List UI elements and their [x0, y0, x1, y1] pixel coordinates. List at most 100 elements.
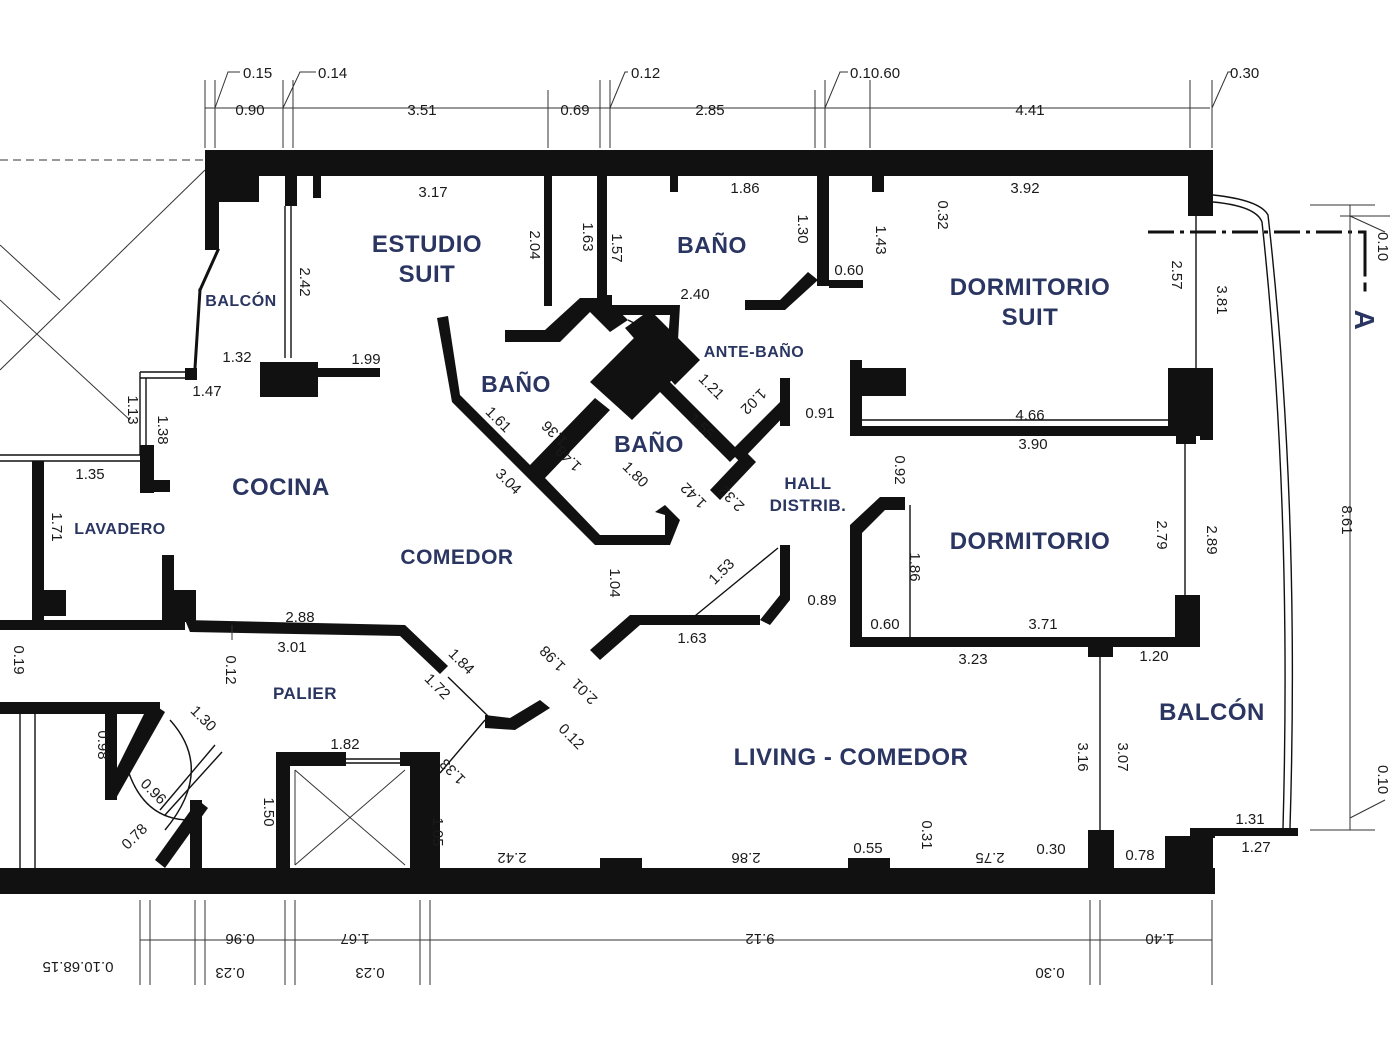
dim-316: 3.16 [1074, 742, 1091, 771]
dim-143: 1.43 [872, 225, 889, 254]
dim-bottom-140: 1.40 [1145, 930, 1174, 947]
dim-204: 2.04 [526, 230, 543, 259]
dim-153: 1.53 [705, 555, 738, 588]
room-estudio-suit-line2: SUIT [399, 261, 456, 288]
dim-201: 2.01 [568, 675, 601, 708]
room-cocina: COCINA [232, 474, 330, 501]
section-marker: A [1349, 310, 1380, 331]
dim-right-010-bottom: 0.10 [1374, 765, 1391, 794]
room-lavadero: LAVADERO [74, 521, 165, 538]
dim-130-b: 1.30 [187, 702, 220, 735]
dim-242-b: 2.42 [497, 849, 526, 866]
room-hall-line2: DISTRIB. [770, 496, 847, 515]
dim-323: 3.23 [958, 651, 987, 668]
dim-242: 2.42 [296, 267, 313, 296]
dim-top-014: 0.14 [318, 65, 347, 82]
dim-bottom-912: 9.12 [745, 930, 774, 947]
dim-bottom-023-right: 0.23 [355, 964, 384, 981]
room-comedor: COMEDOR [400, 546, 513, 569]
dim-091: 0.91 [805, 405, 834, 422]
room-labels: ESTUDIO SUIT BAÑO DORMITORIO SUIT BALCÓN… [74, 231, 1265, 771]
dim-top-090: 0.90 [235, 102, 264, 119]
dim-092: 0.92 [891, 455, 908, 484]
dim-right-861: 8.61 [1338, 505, 1355, 534]
room-estudio-suit-line1: ESTUDIO [372, 231, 482, 258]
dim-055: 0.55 [853, 840, 882, 857]
dim-142: 1.42 [677, 479, 710, 512]
room-living-comedor: LIVING - COMEDOR [734, 744, 969, 771]
dim-104: 1.04 [606, 568, 623, 597]
dim-bottom-023-left: 0.23 [215, 964, 244, 981]
top-dimension-chain: 0.15 0.14 0.12 0.10.60 0.30 0.90 3.51 0.… [204, 65, 1259, 148]
dim-top-285: 2.85 [695, 102, 724, 119]
dim-240: 2.40 [680, 286, 709, 303]
dim-top-351: 3.51 [407, 102, 436, 119]
room-palier: PALIER [273, 684, 337, 703]
room-dormitorio-suit-line1: DORMITORIO [950, 274, 1111, 301]
room-bano-center: BAÑO [614, 430, 684, 457]
dim-131: 1.31 [1235, 811, 1264, 828]
dim-132: 1.32 [222, 349, 251, 366]
dim-279: 2.79 [1153, 520, 1170, 549]
dim-113: 1.13 [124, 395, 141, 424]
bottom-dimension-chain: 0.10.68.15 0.96 1.67 9.12 1.40 0.23 0.23… [43, 900, 1213, 985]
dim-163: 1.63 [579, 222, 596, 251]
dim-top-030: 0.30 [1230, 65, 1259, 82]
room-balcon-small: BALCÓN [205, 291, 276, 310]
dim-130: 1.30 [794, 214, 811, 243]
walls [0, 150, 1298, 894]
dim-199: 1.99 [351, 351, 380, 368]
room-ante-bano: ANTE-BAÑO [704, 341, 805, 361]
section-line: A [1148, 230, 1380, 331]
dim-182: 1.82 [330, 736, 359, 753]
dim-bottom-096: 0.96 [225, 930, 254, 947]
dim-288: 2.88 [285, 609, 314, 626]
dim-102: 1.02 [737, 385, 770, 418]
dim-top-010-060: 0.10.60 [850, 65, 900, 82]
dim-127: 1.27 [1241, 839, 1270, 856]
dim-012-a: 0.12 [222, 655, 239, 684]
dim-150: 1.50 [260, 797, 277, 826]
dim-186-b: 1.86 [906, 552, 923, 581]
room-balcon-large: BALCÓN [1159, 698, 1265, 726]
dim-030: 0.30 [1036, 841, 1065, 858]
dim-top-012: 0.12 [631, 65, 660, 82]
dim-top-015: 0.15 [243, 65, 272, 82]
dim-105: 1.05 [429, 817, 446, 846]
dim-184: 1.84 [445, 645, 478, 678]
dim-120: 1.20 [1139, 648, 1168, 665]
dim-171: 1.71 [48, 512, 65, 541]
dim-163-b: 1.63 [677, 630, 706, 647]
dim-right-010-top: 0.10 [1374, 232, 1391, 261]
dim-060-bottom: 0.60 [870, 616, 899, 633]
dim-121: 1.21 [695, 370, 728, 403]
room-bano-left: BAÑO [481, 370, 551, 397]
exterior-context-lines [0, 159, 206, 462]
right-dimension-chain: 0.10 0.10 8.61 [1310, 204, 1391, 831]
wall-bottom [0, 868, 1215, 894]
dim-060-top: 0.60 [834, 262, 863, 279]
dim-466: 4.66 [1015, 407, 1044, 424]
dim-top-069: 0.69 [560, 102, 589, 119]
dim-032: 0.32 [934, 200, 951, 229]
dim-133: 1.33 [436, 755, 469, 788]
dim-301: 3.01 [277, 639, 306, 656]
dim-bottom-030: 0.30 [1035, 964, 1064, 981]
dim-135: 1.35 [75, 466, 104, 483]
dim-012-b: 0.12 [555, 720, 588, 753]
dim-275: 2.75 [975, 849, 1004, 866]
dim-157: 1.57 [608, 233, 625, 262]
dim-307: 3.07 [1114, 742, 1131, 771]
dim-257: 2.57 [1168, 260, 1185, 289]
dim-198: 1.98 [536, 642, 569, 675]
dim-172: 1.72 [421, 670, 454, 703]
dim-top-441: 4.41 [1015, 102, 1044, 119]
dim-289: 2.89 [1203, 525, 1220, 554]
dim-bottom-010-068-15: 0.10.68.15 [43, 958, 114, 975]
room-dormitorio-suit-line2: SUIT [1002, 304, 1059, 331]
dim-078-b: 0.78 [1125, 847, 1154, 864]
room-hall-line1: HALL [784, 474, 831, 493]
dim-286: 2.86 [731, 849, 760, 866]
dim-019: 0.19 [10, 645, 27, 674]
room-dormitorio: DORMITORIO [950, 528, 1111, 555]
